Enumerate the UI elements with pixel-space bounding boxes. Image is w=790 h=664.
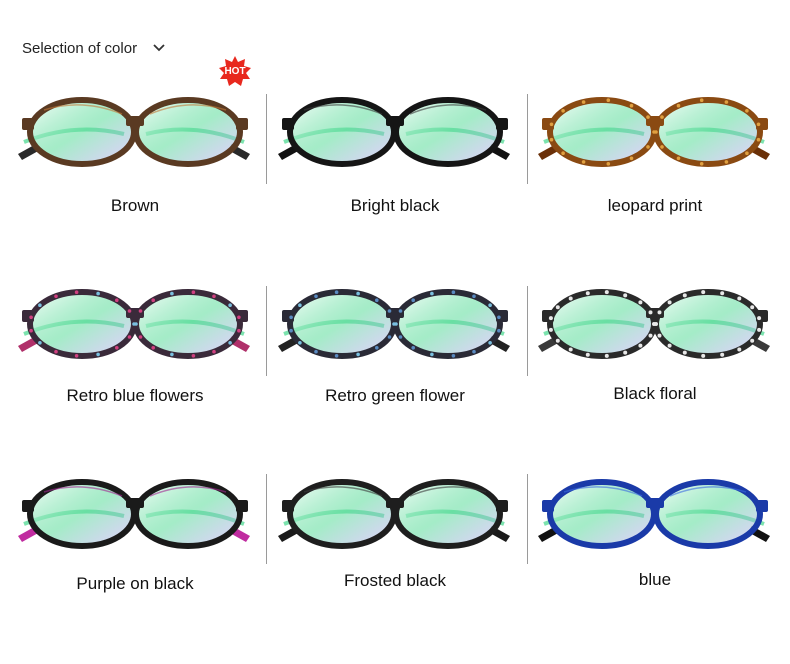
glasses-image (18, 289, 250, 359)
product-label: Retro green flower (325, 386, 465, 405)
chevron-down-icon[interactable] (151, 40, 167, 56)
glasses-image (278, 97, 510, 167)
product-label: Brown (110, 196, 160, 215)
product-label: blue (638, 570, 672, 589)
column-divider (266, 474, 267, 564)
product-label: leopard print (607, 196, 703, 215)
color-selector-label: Selection of color (22, 39, 138, 57)
glasses-image (18, 479, 250, 549)
product-card[interactable]: Bright black (264, 92, 526, 282)
glasses-image (538, 479, 770, 549)
column-divider (527, 474, 528, 564)
product-label: Purple on black (76, 574, 194, 593)
product-card[interactable]: leopard print (524, 92, 786, 282)
hot-badge: HOT (218, 56, 252, 86)
product-card[interactable]: Frosted black (264, 474, 526, 664)
product-card[interactable]: Black floral (524, 284, 786, 474)
product-label: Retro blue flowers (66, 386, 204, 405)
glasses-image (278, 479, 510, 549)
product-label: Frosted black (343, 571, 447, 590)
color-selector[interactable]: Selection of color (22, 36, 167, 60)
column-divider (527, 94, 528, 184)
product-card[interactable]: Brown (4, 92, 266, 282)
column-divider (266, 94, 267, 184)
hot-badge-burst (219, 56, 251, 86)
column-divider (527, 286, 528, 376)
product-card[interactable]: Retro blue flowers (4, 284, 266, 474)
product-card[interactable]: Purple on black (4, 474, 266, 664)
product-card[interactable]: Retro green flower (264, 284, 526, 474)
glasses-image (278, 289, 510, 359)
glasses-image (538, 97, 770, 167)
glasses-image (18, 97, 250, 167)
product-label: Black floral (613, 384, 697, 403)
product-label: Bright black (350, 196, 440, 215)
hot-badge-text: HOT (224, 65, 246, 77)
glasses-image (538, 289, 770, 359)
product-card[interactable]: blue (524, 474, 786, 664)
column-divider (266, 286, 267, 376)
